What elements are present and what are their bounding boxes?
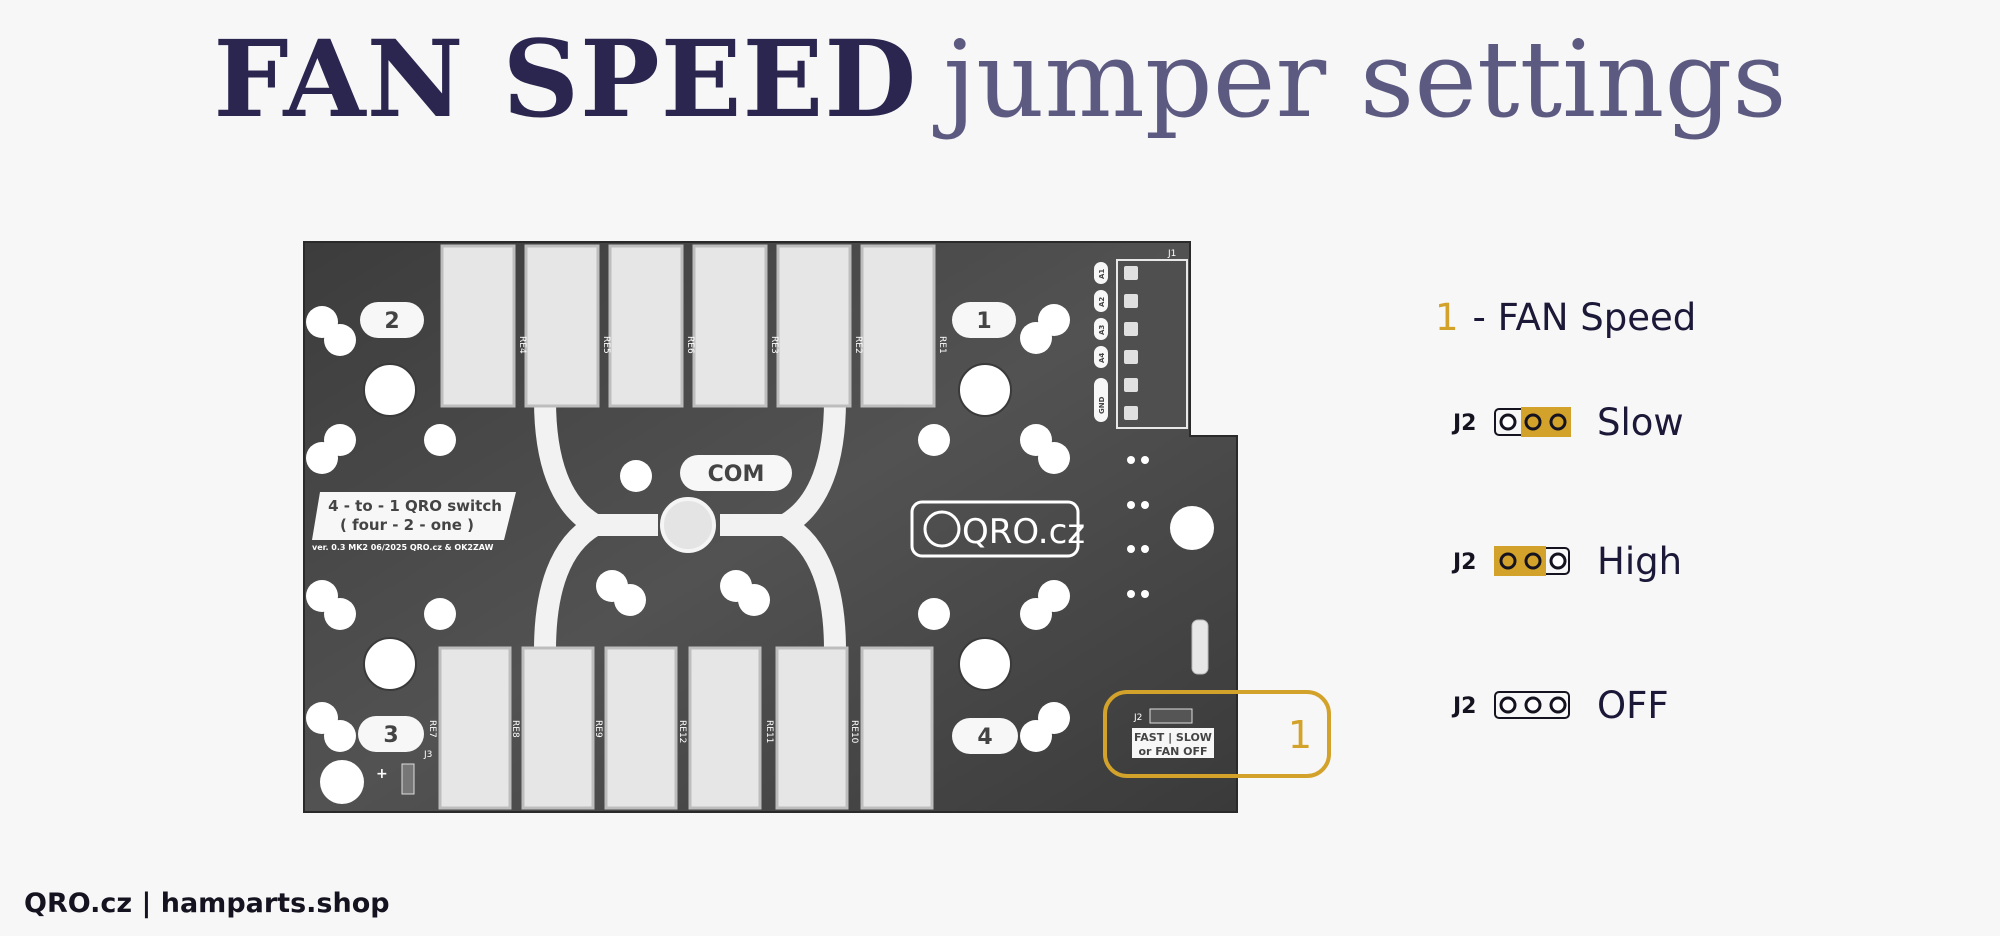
relay-re8 (521, 646, 595, 810)
legend-title-text: - FAN Speed (1472, 296, 1697, 339)
relay-label-re7: RE7 (427, 720, 437, 738)
port-label-4: 4 (977, 725, 992, 750)
relay-re7 (438, 646, 512, 810)
relay-label-re1: RE1 (937, 336, 947, 354)
relay-re3 (692, 244, 768, 408)
fan-box-line2: or FAN OFF (1139, 745, 1208, 758)
switch-label-line1: 4 - to - 1 QRO switch (328, 497, 502, 515)
j2-small-header (1149, 708, 1193, 724)
legend-row-label: OFF (1597, 684, 1669, 727)
switch-label-bg (312, 492, 516, 540)
relay-label-re4: RE4 (517, 336, 527, 354)
board-pads (306, 304, 1214, 804)
svg-text:A2: A2 (1098, 297, 1106, 307)
relay-label-re9: RE9 (593, 720, 603, 738)
logo-tube-icon (923, 510, 961, 548)
callout-frame (1103, 690, 1331, 778)
small-components (1127, 456, 1209, 675)
connector-j1 (1116, 259, 1188, 429)
relay-label-re8: RE8 (510, 720, 520, 738)
footer-credit: QRO.cz | hamparts.shop (24, 888, 390, 919)
svg-text:A4: A4 (1098, 353, 1106, 363)
plus-label: + (376, 766, 388, 782)
relay-re6 (608, 244, 684, 408)
connector-j1-label: J1 (1167, 249, 1176, 259)
jumper-slow-icon (1494, 407, 1571, 437)
legend-row-j2: J2 (1453, 550, 1477, 575)
relay-re4 (440, 244, 516, 408)
switch-label-line2: ( four - 2 - one ) (340, 516, 474, 534)
svg-text:GND: GND (1098, 396, 1106, 414)
legend-row-j2: J2 (1453, 694, 1477, 719)
title-light: jumper settings (943, 18, 1787, 141)
relay-re1 (860, 244, 936, 408)
relays-bottom (438, 646, 934, 810)
svg-text:A1: A1 (1098, 269, 1106, 279)
port-label-2: 2 (384, 309, 399, 334)
legend-row-label: Slow (1597, 401, 1684, 444)
logo-text: QRO.cz (962, 512, 1085, 552)
callout-number: 1 (1288, 713, 1312, 757)
fan-box-bg (1132, 728, 1214, 758)
connector-pin-labels: A1 A2 A3 A4 GND (1094, 262, 1108, 422)
relay-label-re3: RE3 (769, 336, 779, 354)
relay-label-re6: RE6 (685, 336, 695, 354)
port-label-3: 3 (383, 723, 398, 748)
fan-box-line1: FAST | SLOW (1134, 731, 1212, 744)
relay-re12 (688, 646, 762, 810)
com-label-bg (680, 455, 792, 491)
com-trace (534, 399, 846, 651)
j3-label: J3 (423, 750, 432, 760)
legend-row-j2: J2 (1453, 411, 1477, 436)
version-text: ver. 0.3 MK2 06/2025 QRO.cz & OK2ZAW (312, 543, 494, 552)
legend-number: 1 (1435, 296, 1459, 339)
relay-label-re10: RE10 (849, 720, 859, 744)
relay-re11 (775, 646, 849, 810)
relays-top (440, 244, 936, 408)
svg-text:A3: A3 (1098, 325, 1106, 335)
port-label-1: 1 (976, 309, 991, 334)
jumper-high-icon (1494, 546, 1570, 576)
port-labels: 2 1 3 4 (358, 302, 1018, 754)
relay-label-re2: RE2 (853, 336, 863, 354)
mounting-holes (363, 363, 1012, 691)
relay-label-re11: RE11 (764, 720, 774, 743)
relays-top-labels: RE4 RE5 RE6 RE3 RE2 RE1 (517, 336, 947, 354)
relays-bottom-labels: RE7 RE8 RE9 RE12 RE11 RE10 (427, 720, 859, 744)
relay-label-re5: RE5 (601, 336, 611, 354)
relay-re2 (776, 244, 852, 408)
j3-connector (401, 763, 415, 795)
connector-j1-pins (1124, 266, 1138, 420)
relay-re9 (604, 646, 678, 810)
jumper-off-icon (1494, 691, 1570, 719)
logo-frame (910, 500, 1080, 558)
com-pad (660, 497, 716, 553)
relay-re5 (524, 244, 600, 408)
relay-re10 (860, 646, 934, 810)
com-label: COM (708, 462, 765, 487)
j2-small-label: J2 (1133, 713, 1142, 723)
title-bold: FAN SPEED (213, 16, 918, 141)
legend-title: 1 - FAN Speed (1435, 296, 1696, 339)
legend-row-label: High (1597, 540, 1683, 583)
relay-label-re12: RE12 (677, 720, 687, 743)
